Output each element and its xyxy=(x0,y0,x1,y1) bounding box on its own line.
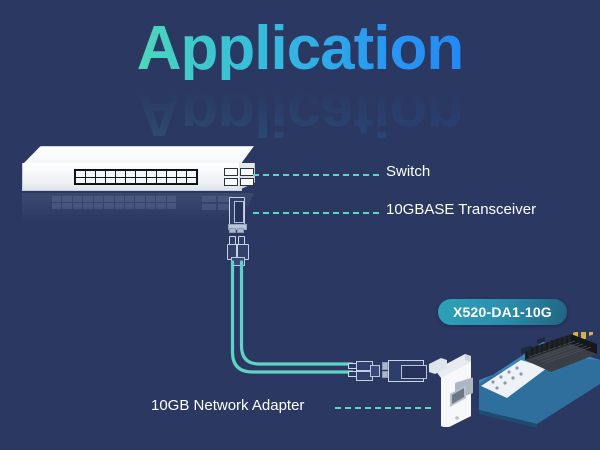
page-title-reflection: Application xyxy=(0,79,600,148)
lc-boot-top xyxy=(231,257,245,266)
page-title-text: Application xyxy=(136,14,465,83)
switch-port-array xyxy=(74,169,198,185)
lc-connector-top xyxy=(227,236,249,266)
switch-reflection-ports xyxy=(52,196,176,209)
lc-boot-bottom xyxy=(370,365,380,377)
label-network-adapter: 10GB Network Adapter xyxy=(151,397,305,414)
transceiver-latch-bottom xyxy=(382,362,388,378)
switch-device xyxy=(22,146,255,192)
label-transceiver: 10GBASE Transceiver xyxy=(386,201,537,218)
transceiver-latch xyxy=(229,228,244,233)
transceiver-module-bottom xyxy=(382,360,427,382)
leader-line-transceiver xyxy=(253,212,379,214)
network-adapter-card xyxy=(425,332,600,427)
page-title: Application xyxy=(0,18,600,80)
transceiver-body-bottom xyxy=(388,360,427,382)
label-switch: Switch xyxy=(386,163,431,180)
switch-reflection xyxy=(22,193,254,223)
switch-reflection-uplink-ports xyxy=(202,196,232,210)
lc-connector-bottom xyxy=(348,361,380,381)
page-title-reflection-text: Application xyxy=(136,79,464,148)
switch-uplink-ports xyxy=(224,168,254,186)
leader-line-switch xyxy=(253,174,379,176)
model-badge: X520-DA1-10G xyxy=(438,299,567,325)
transceiver-window-bottom xyxy=(401,365,427,379)
transceiver-module-top xyxy=(228,197,247,233)
transceiver-window xyxy=(234,201,244,223)
transceiver-body xyxy=(229,197,245,227)
leader-line-adapter xyxy=(335,407,431,409)
switch-top-panel xyxy=(22,146,254,165)
